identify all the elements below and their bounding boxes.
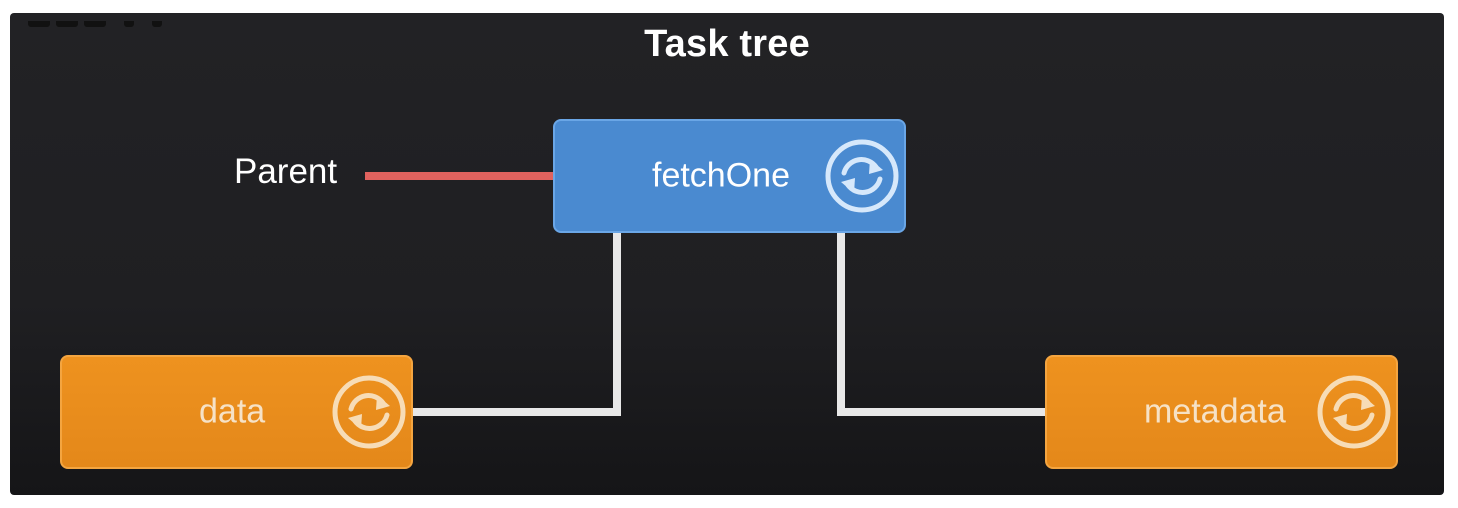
cropped-text-artifact (28, 13, 168, 27)
edge-root-to-data (413, 233, 621, 416)
node-data: data (60, 355, 413, 469)
node-metadata-label: metadata (1144, 392, 1286, 431)
sync-icon (332, 375, 406, 449)
sync-icon (825, 139, 899, 213)
node-metadata: metadata (1045, 355, 1398, 469)
node-data-label: data (199, 392, 266, 431)
diagram-title: Task tree (644, 23, 810, 65)
parent-label: Parent (234, 152, 338, 191)
edge-root-to-metadata (837, 233, 1045, 416)
sync-icon (1317, 375, 1391, 449)
diagram-canvas: Task tree Parent fetchOne data metadata (10, 13, 1444, 495)
node-fetchone-label: fetchOne (652, 156, 790, 195)
connector-lines (365, 172, 1045, 416)
node-fetchone: fetchOne (553, 119, 906, 233)
